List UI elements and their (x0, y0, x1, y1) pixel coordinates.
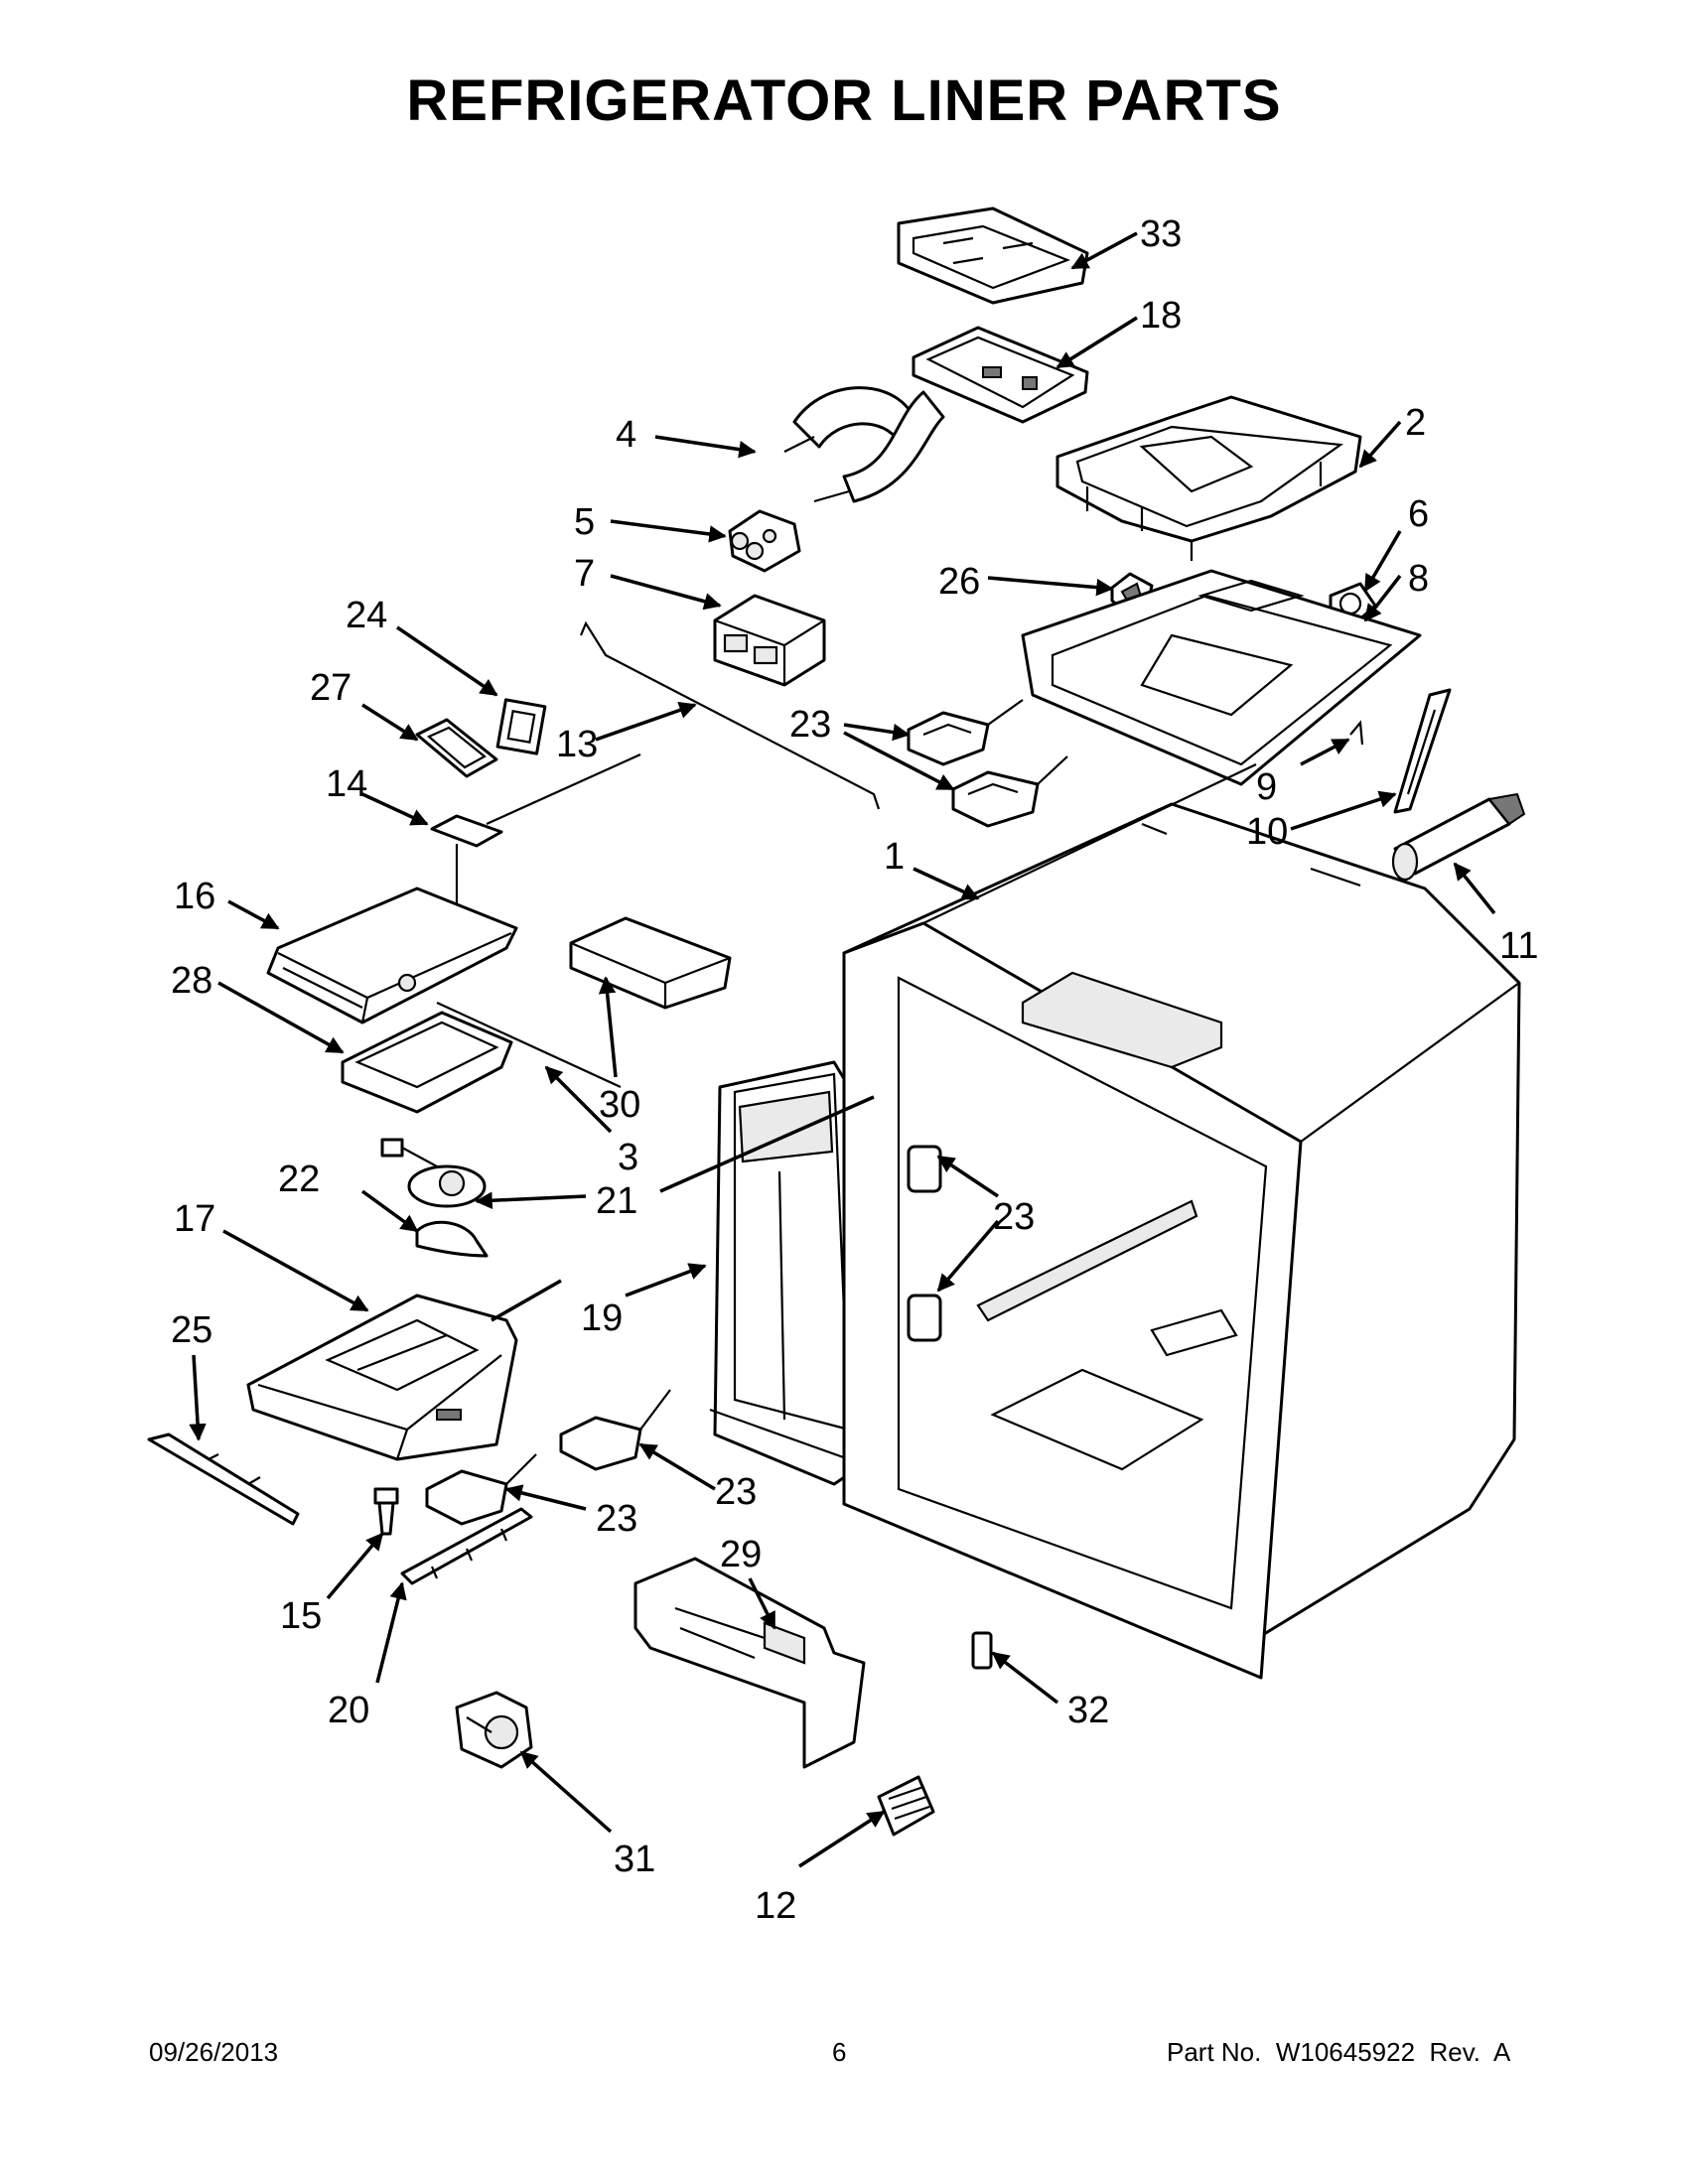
callout-13: 13 (556, 724, 598, 765)
callout-9: 9 (1256, 766, 1277, 808)
part-5-valve (728, 509, 801, 573)
part-24-gasket (495, 698, 547, 755)
callout-20: 20 (328, 1690, 369, 1731)
part-17-fan-housing (246, 1294, 518, 1461)
callout-11: 11 (1499, 925, 1538, 967)
part-30-cover (569, 916, 732, 1010)
part-33-cover (897, 206, 1089, 305)
callout-1: 1 (884, 836, 905, 878)
callout-4: 4 (616, 414, 636, 456)
footer-date: 09/26/2013 (149, 2037, 279, 2067)
part-18-control-board (912, 326, 1089, 424)
part-8-panel (1021, 569, 1422, 786)
part-20-heater (400, 1507, 533, 1585)
callout-28: 28 (171, 960, 212, 1002)
part-4-water-tube (783, 386, 945, 503)
part-15-screw (373, 1487, 399, 1536)
callout-33: 33 (1140, 213, 1182, 255)
callout-10: 10 (1246, 811, 1288, 853)
callout-19: 19 (581, 1297, 623, 1339)
callout-12: 12 (755, 1885, 796, 1927)
callout-32: 32 (1067, 1690, 1109, 1731)
part-29-ice-duct (633, 1557, 866, 1769)
callout-23-top: 23 (789, 704, 831, 746)
callout-23-low: 23 (596, 1498, 637, 1540)
callout-8: 8 (1408, 558, 1429, 600)
part-23-light-module-mid (559, 1389, 671, 1471)
part-11-filter (1391, 792, 1526, 882)
callout-22: 22 (278, 1159, 320, 1200)
part-12-grille (877, 1775, 935, 1837)
callout-16: 16 (174, 876, 215, 917)
part-25-strip (147, 1433, 300, 1526)
part-14-sensor (430, 752, 641, 913)
part-16-control-box (266, 887, 518, 1024)
footer-part-number: Part No. W10645922 Rev. A (1167, 2037, 1511, 2067)
part-31-motor (455, 1691, 533, 1769)
callout-17: 17 (174, 1198, 215, 1240)
part-22-bracket (415, 1220, 489, 1258)
callout-3: 3 (618, 1137, 638, 1178)
part-1-liner (842, 763, 1521, 1680)
callout-24: 24 (346, 595, 387, 636)
part-7-duct (713, 594, 826, 687)
part-23-light-module-top-2 (951, 755, 1068, 828)
callout-21: 21 (596, 1180, 637, 1222)
page-title: REFRIGERATOR LINER PARTS (406, 68, 1282, 133)
callout-23-right: 23 (993, 1196, 1035, 1238)
callout-27: 27 (310, 667, 352, 709)
part-32-clip (971, 1631, 993, 1670)
callout-leader-lines (189, 231, 1496, 1868)
callout-23-mid: 23 (715, 1471, 757, 1513)
part-27-tray (415, 718, 498, 778)
part-19-dispenser-duct (709, 1060, 866, 1486)
callout-numbers: 33 18 2 4 5 6 7 26 8 23 13 24 27 9 10 11… (171, 213, 1538, 1927)
callout-2: 2 (1405, 402, 1426, 444)
callout-30: 30 (599, 1084, 640, 1126)
callout-31: 31 (614, 1839, 655, 1880)
part-9-clip (1349, 720, 1364, 746)
part-23-light-module-top-1 (907, 699, 1024, 766)
footer-page-number: 6 (832, 2037, 847, 2067)
part-28-board (341, 1002, 622, 1114)
callout-7: 7 (574, 553, 595, 595)
part-21-fan-motor (380, 1138, 487, 1208)
part-10-bracket (1393, 688, 1452, 814)
callout-5: 5 (574, 501, 595, 543)
part-2-housing (1055, 395, 1362, 561)
callout-25: 25 (171, 1309, 212, 1351)
part-13-rod (579, 620, 881, 810)
callout-15: 15 (280, 1595, 322, 1637)
callout-26: 26 (938, 561, 980, 603)
callout-29: 29 (720, 1534, 762, 1575)
part-23-light-module-low (425, 1453, 537, 1526)
callout-6: 6 (1408, 493, 1429, 535)
callout-18: 18 (1140, 295, 1182, 337)
callout-14: 14 (326, 763, 367, 805)
